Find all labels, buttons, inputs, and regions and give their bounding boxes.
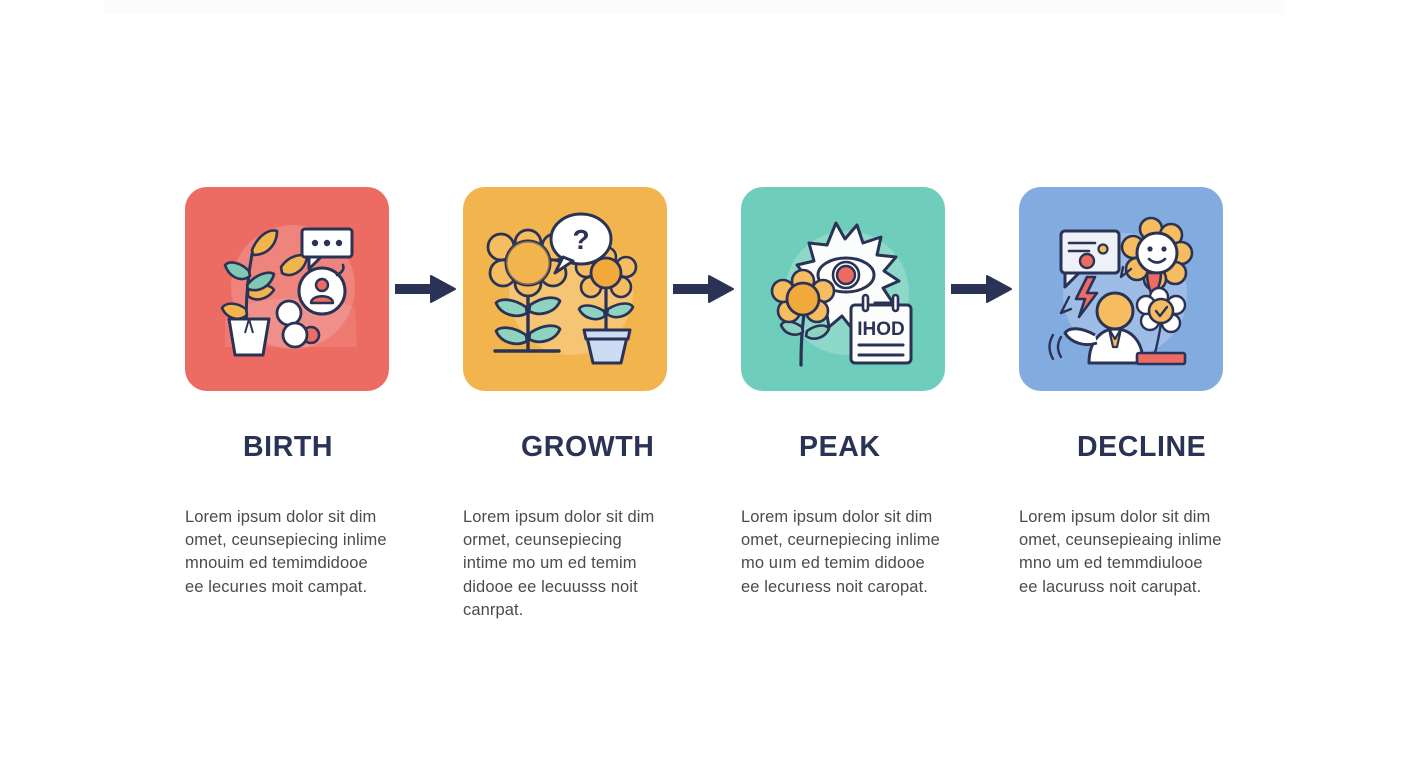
arrow-birth-to-growth — [389, 187, 463, 391]
step-birth-title: BIRTH — [243, 431, 334, 463]
svg-text:?: ? — [572, 224, 589, 255]
step-growth-description: Lorem ipsum dolor sit dim ormet, ceunsep… — [463, 507, 655, 620]
two-flowers-with-question-bubble-icon: ? — [486, 212, 638, 365]
arrow-growth-to-peak — [667, 187, 741, 391]
step-decline-title: DECLINE — [1077, 431, 1207, 463]
arrow-right-icon — [951, 275, 1012, 303]
flower-with-sunburst-eye-and-calendar-icon: IHOD — [770, 221, 913, 367]
arrow-right-icon — [673, 275, 734, 303]
step-peak-icon-card[interactable]: IHOD — [741, 187, 945, 391]
step-decline-description: Lorem ipsum dolor sit dim omet, ceunsepi… — [1019, 507, 1222, 596]
step-peak-description: Lorem ipsum dolor sit dim omet, ceurnepi… — [741, 507, 940, 596]
wilting-flowers-with-person-and-alert-icon — [1048, 216, 1194, 366]
step-growth-icon-card[interactable]: ? — [463, 187, 667, 391]
arrow-peak-to-decline — [945, 187, 1019, 391]
step-birth-icon-card[interactable] — [185, 187, 389, 391]
top-edge-artifact — [104, 0, 1284, 14]
step-growth[interactable]: ? GROWTH Lorem ipsum dolor sit dim ormet… — [463, 187, 667, 623]
step-birth[interactable]: BIRTH Lorem ipsum dolor sit dim omet, ce… — [185, 187, 389, 599]
step-growth-title: GROWTH — [521, 431, 655, 463]
arrow-right-icon — [395, 275, 456, 303]
svg-text:IHOD: IHOD — [857, 319, 905, 340]
step-decline-icon-card[interactable] — [1019, 187, 1223, 391]
step-peak[interactable]: IHOD PEAK Lorem ipsum dolor sit dim omet… — [741, 187, 945, 599]
step-peak-title: PEAK — [799, 431, 881, 463]
sprouting-plant-with-chat-bubble-and-user-icon — [220, 225, 357, 357]
process-steps: BIRTH Lorem ipsum dolor sit dim omet, ce… — [185, 187, 1227, 623]
step-decline[interactable]: DECLINE Lorem ipsum dolor sit dim omet, … — [1019, 187, 1223, 599]
step-birth-description: Lorem ipsum dolor sit dim omet, ceunsepi… — [185, 507, 387, 596]
